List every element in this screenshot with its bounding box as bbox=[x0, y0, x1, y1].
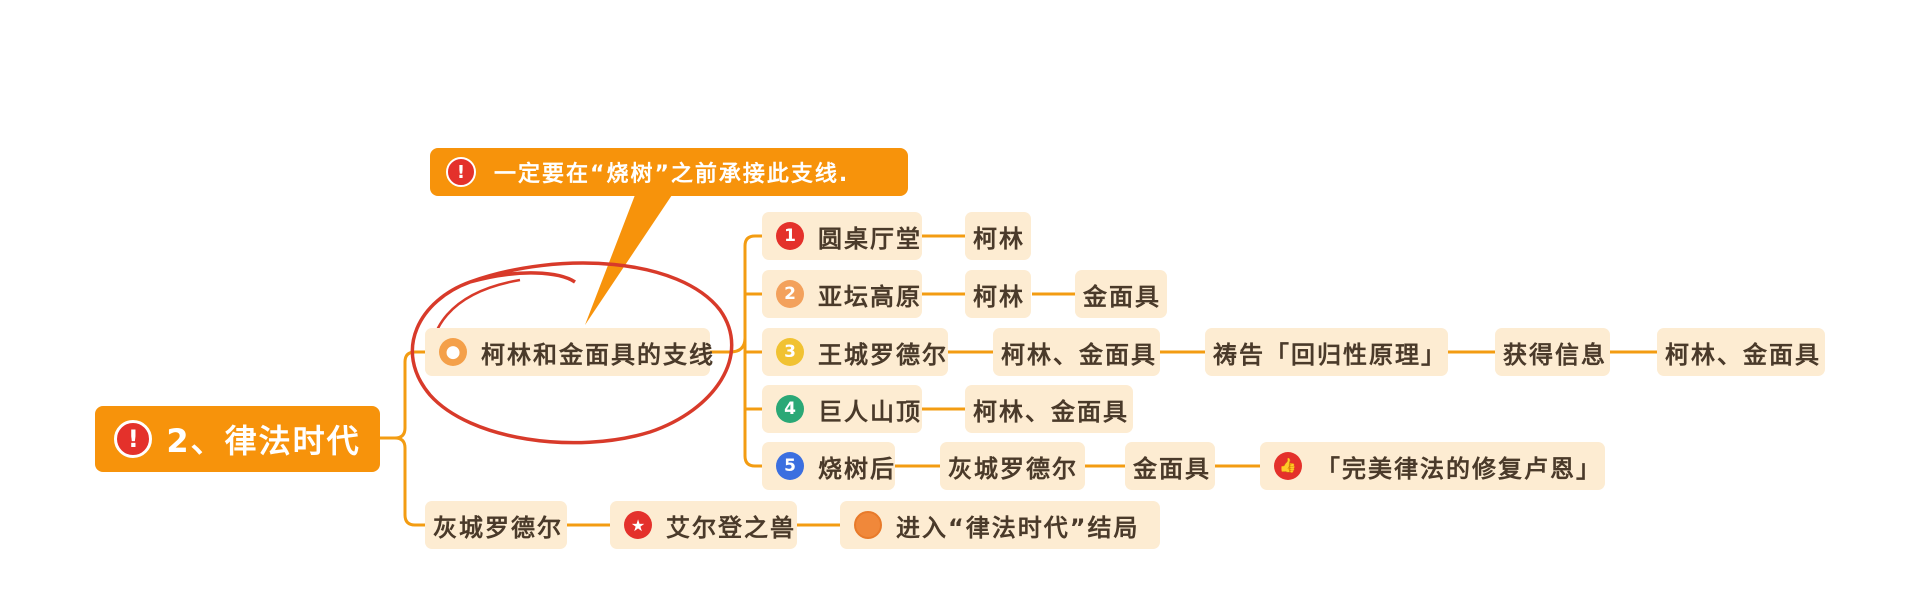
step-node-4[interactable]: 4 巨人山顶 bbox=[762, 385, 922, 433]
callout-pointer bbox=[585, 195, 672, 325]
step-5-next-1[interactable]: 灰城罗德尔 bbox=[940, 442, 1085, 490]
branch-node[interactable]: ● 柯林和金面具的支线 bbox=[425, 328, 713, 376]
star-icon: ★ bbox=[624, 511, 652, 539]
step-5-next-3-label: 「完美律法的修复卢恩」 bbox=[1316, 454, 1602, 483]
thumbs-up-icon: 👍 bbox=[1274, 452, 1302, 480]
step-1-next-1[interactable]: 柯林 bbox=[965, 212, 1031, 260]
number-1-icon: 1 bbox=[776, 222, 804, 250]
step-2-next-1[interactable]: 柯林 bbox=[965, 270, 1031, 318]
exclamation-icon: ! bbox=[446, 157, 476, 187]
step-2-next-2[interactable]: 金面具 bbox=[1075, 270, 1167, 318]
step-label: 圆桌厅堂 bbox=[818, 224, 922, 253]
number-3-icon: 3 bbox=[776, 338, 804, 366]
exclamation-icon: ! bbox=[114, 420, 153, 458]
bottom-node-1[interactable]: 灰城罗德尔 bbox=[425, 501, 567, 549]
root-node[interactable]: ! 2、律法时代 bbox=[95, 406, 380, 472]
edge-root-branch bbox=[380, 350, 425, 440]
edge-root-bottom bbox=[380, 436, 425, 527]
step-label: 王城罗德尔 bbox=[818, 340, 948, 369]
step-node-1[interactable]: 1 圆桌厅堂 bbox=[762, 212, 922, 260]
bottom-node-2-label: 艾尔登之兽 bbox=[666, 513, 796, 542]
step-5-next-2[interactable]: 金面具 bbox=[1125, 442, 1215, 490]
number-5-icon: 5 bbox=[776, 452, 804, 480]
number-4-icon: 4 bbox=[776, 395, 804, 423]
bottom-node-2[interactable]: ★ 艾尔登之兽 bbox=[610, 501, 797, 549]
root-label: 2、律法时代 bbox=[166, 422, 361, 460]
orange-dot-icon bbox=[854, 511, 882, 539]
number-2-icon: 2 bbox=[776, 280, 804, 308]
step-node-3[interactable]: 3 王城罗德尔 bbox=[762, 328, 948, 376]
step-4-next-1[interactable]: 柯林、金面具 bbox=[965, 385, 1133, 433]
callout-label: 一定要在“烧树”之前承接此支线. bbox=[494, 162, 850, 187]
step-node-2[interactable]: 2 亚坛高原 bbox=[762, 270, 922, 318]
branch-label: 柯林和金面具的支线 bbox=[481, 340, 715, 369]
step-3-next-2[interactable]: 祷告「回归性原理」 bbox=[1205, 328, 1448, 376]
step-label: 烧树后 bbox=[818, 454, 896, 483]
edge-branch-steps bbox=[710, 234, 762, 468]
step-label: 亚坛高原 bbox=[818, 282, 922, 311]
bottom-node-3-label: 进入“律法时代”结局 bbox=[896, 513, 1140, 542]
step-3-next-1[interactable]: 柯林、金面具 bbox=[993, 328, 1160, 376]
step-3-next-3[interactable]: 获得信息 bbox=[1495, 328, 1610, 376]
bottom-node-3[interactable]: 进入“律法时代”结局 bbox=[840, 501, 1160, 549]
step-5-next-3[interactable]: 👍 「完美律法的修复卢恩」 bbox=[1260, 442, 1605, 490]
callout-note[interactable]: ! 一定要在“烧树”之前承接此支线. bbox=[430, 148, 908, 196]
step-3-next-4[interactable]: 柯林、金面具 bbox=[1657, 328, 1825, 376]
step-node-5[interactable]: 5 烧树后 bbox=[762, 442, 895, 490]
step-label: 巨人山顶 bbox=[818, 397, 922, 426]
person-icon: ● bbox=[439, 338, 467, 366]
